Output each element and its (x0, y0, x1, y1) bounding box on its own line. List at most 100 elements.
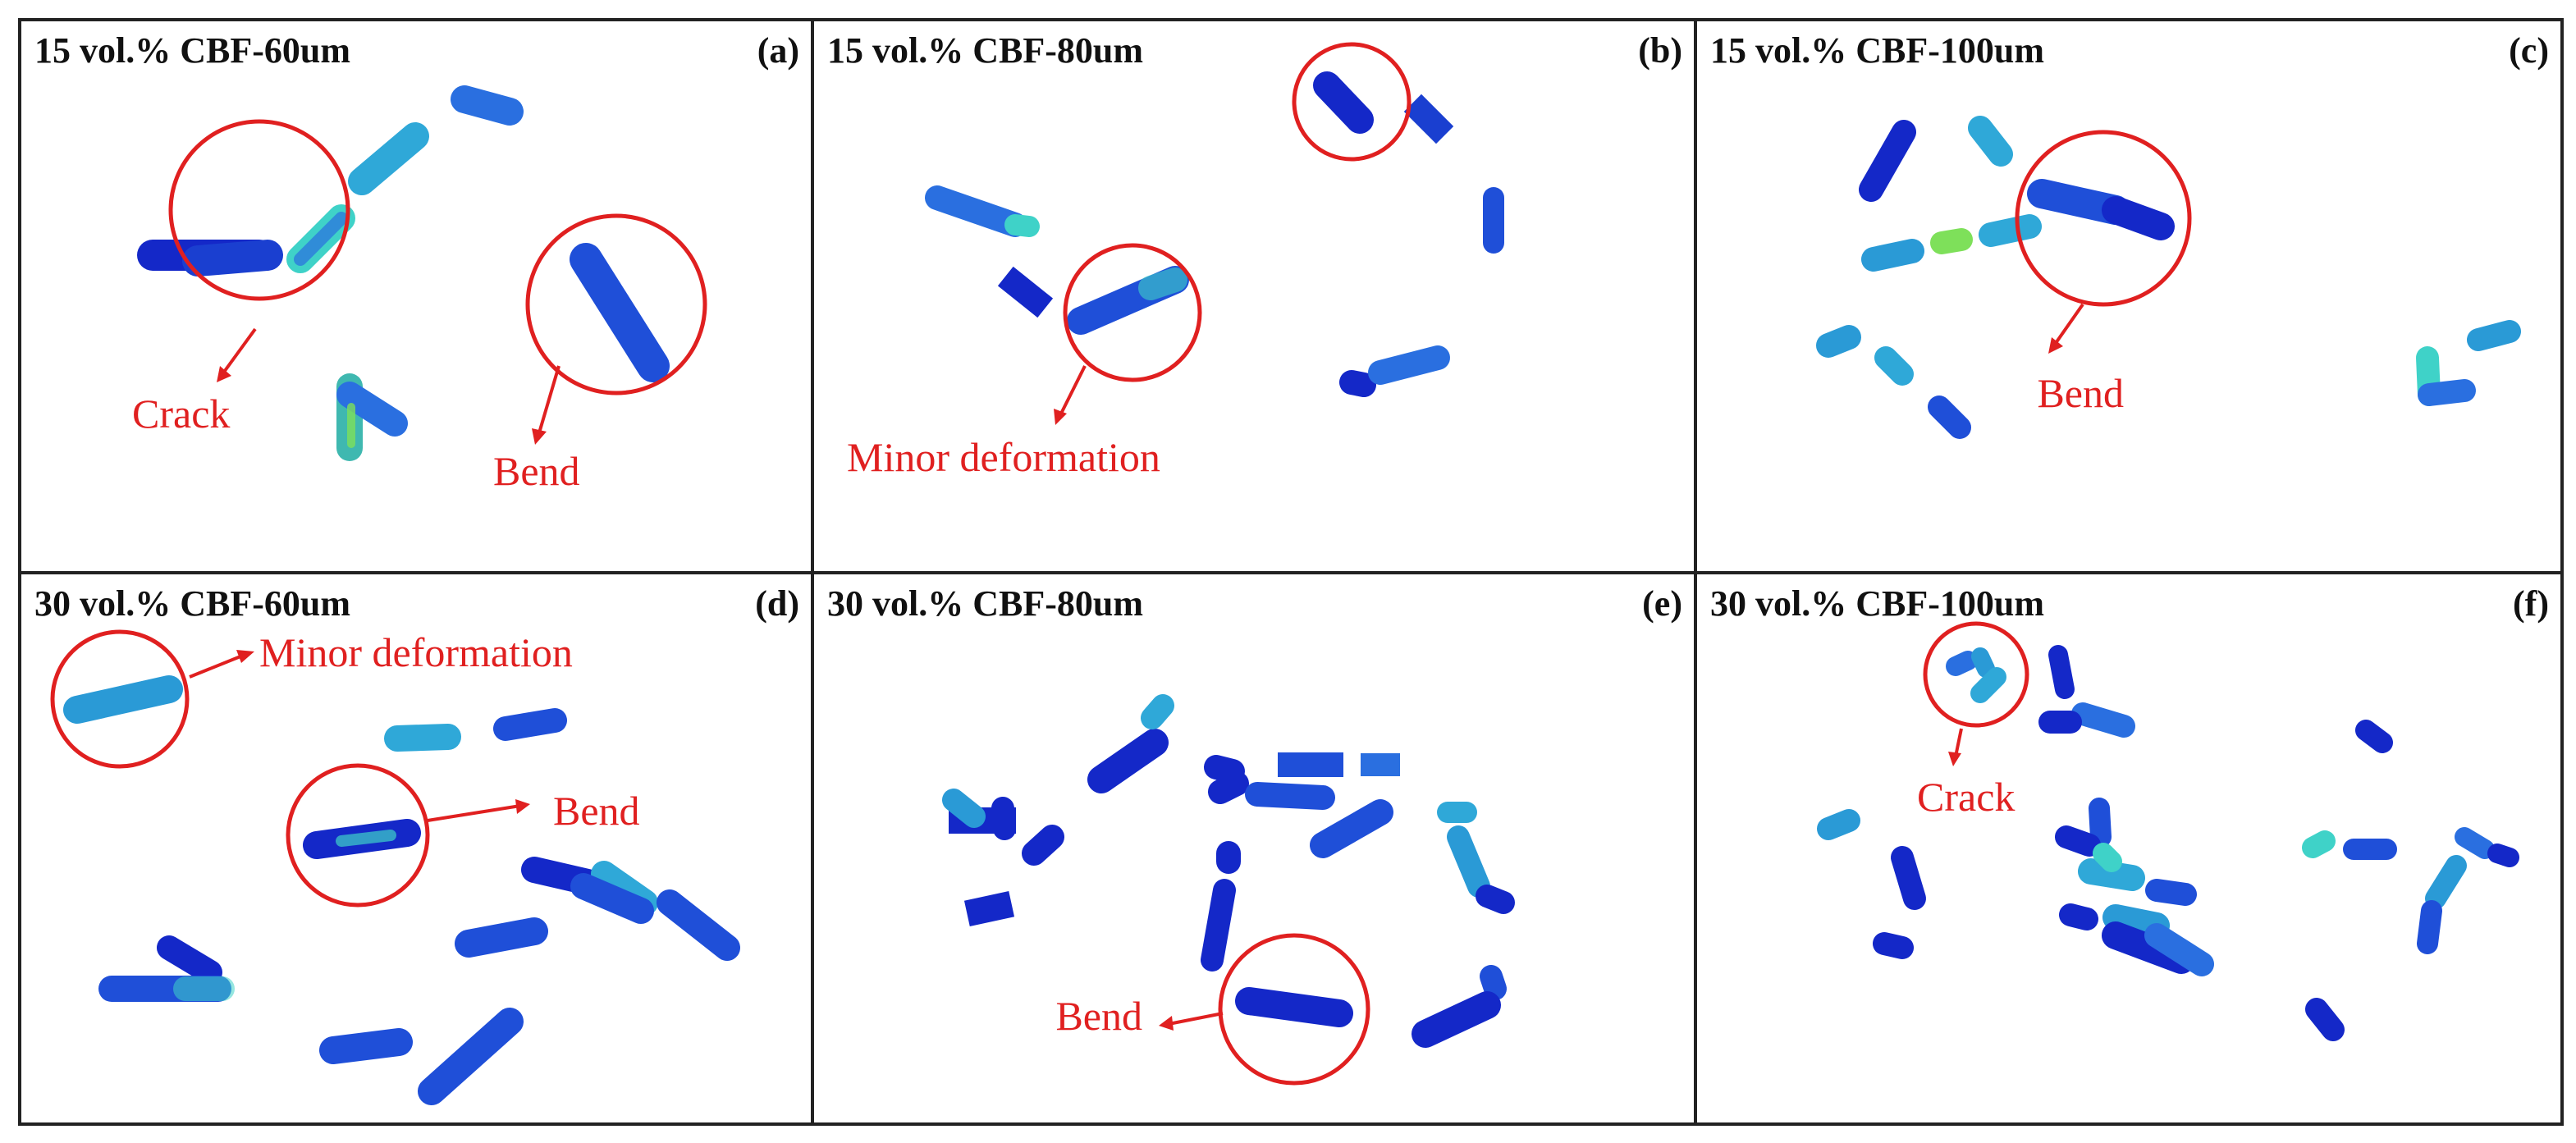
fiber (1816, 325, 1861, 358)
fiber (1891, 846, 1926, 910)
fiber (1476, 885, 1515, 914)
annotations-c: Bend (2015, 130, 2192, 416)
fiber (2302, 830, 2336, 858)
fiber (570, 243, 670, 382)
fiber (1339, 370, 1376, 397)
fibers-d (63, 675, 740, 1105)
fiber (336, 382, 408, 437)
panel-e: Bend 30 vol.% CBF-80um (e) (811, 571, 1697, 1126)
fiber (1235, 987, 1353, 1027)
annotation-arrow (427, 804, 521, 822)
fiber (963, 890, 1015, 927)
fiber (63, 675, 183, 724)
fiber (1412, 991, 1501, 1048)
annotation-label: Crack (132, 391, 230, 437)
annotation-arrow (1168, 1012, 1224, 1026)
panel-c: Bend 15 vol.% CBF-100um (c) (1694, 18, 2564, 574)
fiber (942, 789, 986, 828)
fiber (451, 85, 524, 126)
highlight-circle (1063, 243, 1202, 382)
fiber (1979, 214, 2042, 247)
fiber (1859, 120, 1916, 202)
arrowhead (236, 650, 254, 663)
highlight-circle (1292, 42, 1412, 162)
fiber (1208, 771, 1249, 804)
annotation-arrow (1059, 365, 1087, 416)
fiber (991, 797, 1016, 840)
panel-label: (a) (757, 30, 799, 71)
fiber (657, 889, 740, 961)
fiber (2425, 855, 2467, 909)
fiber (418, 1008, 524, 1105)
fiber (2487, 844, 2519, 867)
fiber (2144, 923, 2214, 976)
fiber (1313, 71, 1374, 134)
panel-title: 15 vol.% CBF-80um (827, 30, 1143, 71)
panel-label: (f) (2513, 583, 2549, 624)
fiber (1310, 799, 1393, 858)
panel-a-graphic: Crack Bend (132, 85, 707, 494)
fiber (1480, 965, 1507, 1000)
panel-title: 30 vol.% CBF-60um (34, 583, 350, 624)
fiber (2071, 702, 2135, 738)
annotation-arrow (221, 327, 257, 376)
fiber (570, 873, 654, 924)
fiber (1928, 395, 1971, 439)
fiber (182, 240, 283, 277)
panel-title: 30 vol.% CBF-100um (1710, 583, 2044, 624)
fiber (997, 266, 1054, 318)
fibers-c (1816, 116, 2521, 439)
fiber (2145, 879, 2197, 906)
fiber (1403, 94, 1454, 144)
fiber (2093, 843, 2122, 872)
fiber (1873, 932, 1914, 959)
panel-b: Minor deformation 15 vol.% CBF-80um (b) (811, 18, 1697, 574)
fibers-f (1817, 645, 2519, 1041)
panel-title: 15 vol.% CBF-100um (1710, 30, 2044, 71)
fibers-b (925, 71, 1504, 397)
fiber (2305, 998, 2345, 1041)
panel-title: 15 vol.% CBF-60um (34, 30, 350, 71)
annotation-label: Bend (2037, 370, 2124, 416)
annotations-e: Bend (1055, 933, 1370, 1086)
fiber (2455, 827, 2495, 859)
annotation-arrow (2052, 303, 2084, 347)
fiber (336, 830, 396, 847)
fiber (1004, 214, 1040, 237)
arrowhead (1948, 752, 1961, 766)
fiber (1946, 651, 1978, 676)
fiber (2048, 645, 2075, 699)
fiber (1970, 667, 2006, 703)
fiber (2089, 798, 2112, 848)
fiber (2078, 858, 2145, 891)
panel-a: Crack Bend 15 vol.% CBF-60um (a) (18, 18, 814, 574)
arrowhead (2048, 337, 2063, 354)
annotation-arrow (1954, 728, 1963, 757)
panel-e-graphic: Bend (942, 694, 1515, 1086)
fiber (2102, 904, 2170, 939)
fiber (157, 935, 222, 985)
highlight-circle (286, 763, 430, 908)
fiber (1141, 694, 1174, 729)
panel-b-graphic: Minor deformation (847, 42, 1504, 480)
panel-d-graphic: Minor deformation Bend (50, 629, 740, 1105)
panel-d: Minor deformation Bend 30 vol.% CBF-60um… (18, 571, 814, 1126)
fiber (2467, 320, 2521, 351)
fiber (348, 122, 429, 195)
panel-label: (b) (1638, 30, 1682, 71)
annotation-label: Bend (1055, 993, 1142, 1039)
fiber (1138, 267, 1187, 300)
fiber (1447, 825, 1490, 898)
panel-label: (c) (2509, 30, 2549, 71)
fiber (2102, 196, 2175, 240)
annotations-d: Minor deformation Bend (50, 629, 640, 908)
highlight-circle (50, 629, 190, 769)
fiber (2055, 825, 2101, 857)
annotation-label: Crack (1917, 774, 2015, 820)
annotation-arrow (189, 653, 245, 679)
fiber (493, 708, 567, 741)
annotation-label: Minor deformation (259, 629, 573, 675)
arrowhead (515, 799, 530, 814)
annotations-b: Minor deformation (847, 42, 1412, 480)
arrowhead (217, 366, 231, 382)
